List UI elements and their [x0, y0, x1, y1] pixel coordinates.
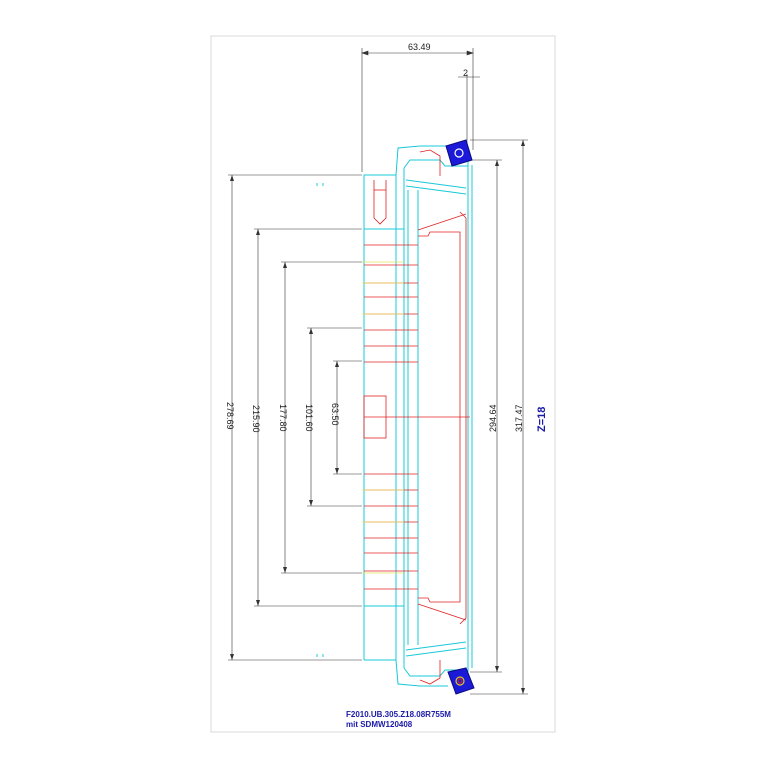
insert-top — [445, 139, 473, 167]
cutter-internal-features — [363, 149, 470, 685]
left-dimension-arrows — [230, 175, 339, 660]
right-dimensions — [470, 139, 528, 695]
dim-d6: 294.64 — [488, 404, 498, 432]
dim-offset-small: 2 — [463, 68, 468, 78]
teeth-count-label: Z=18 — [536, 407, 548, 432]
cutter-body-outline — [363, 145, 473, 687]
center-marks — [316, 183, 324, 657]
right-dimension-arrows — [495, 140, 525, 694]
top-dimensions — [361, 48, 480, 172]
dim-d1: 278.69 — [225, 402, 235, 430]
drawing-title-line2: mit SDMW120408 — [346, 720, 413, 729]
left-dimensions — [228, 174, 362, 661]
dim-d4: 101.60 — [304, 404, 314, 432]
sheet-border — [210, 35, 556, 733]
drawing-title-line1: F2010.UB.305.Z18.08R755M — [346, 710, 451, 719]
insert-bottom — [447, 667, 475, 695]
dim-width-top: 63.49 — [408, 42, 431, 52]
dim-d2: 215.90 — [251, 405, 261, 433]
dim-d5: 63.50 — [330, 403, 340, 426]
dim-d7: 317.47 — [514, 404, 524, 432]
dim-d3: 177.80 — [278, 404, 288, 432]
cutter-yellow-lines — [362, 261, 404, 574]
